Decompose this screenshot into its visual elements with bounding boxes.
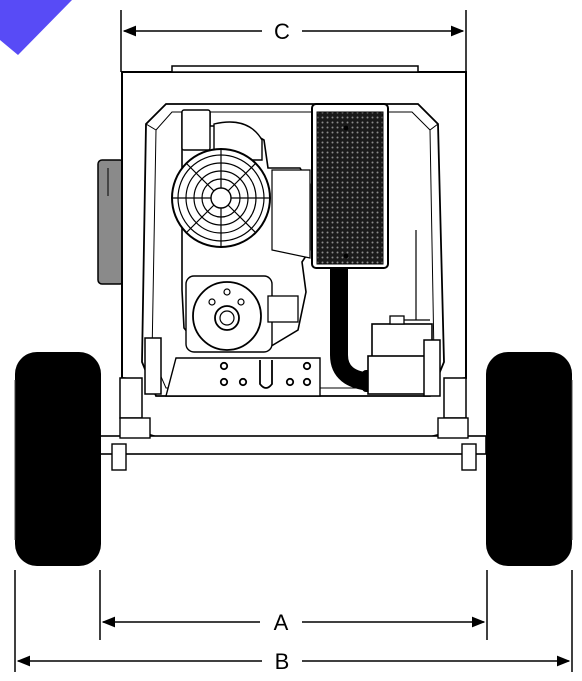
- fan-grille-icon: [171, 148, 271, 248]
- left-wheel: [15, 352, 101, 566]
- dimension-b-label: B: [275, 649, 290, 674]
- dimension-c: C: [120, 10, 467, 72]
- pulley-icon: [185, 275, 273, 353]
- dimension-b: B: [14, 570, 573, 674]
- base-plate: [165, 357, 321, 397]
- right-wheel: [486, 352, 572, 566]
- axle: [99, 435, 487, 455]
- mounting-holes: [219, 360, 312, 389]
- fuel-tank: [97, 159, 125, 285]
- watermark-corner: [0, 0, 72, 55]
- dimension-c-label: C: [274, 19, 290, 44]
- dimension-a: A: [99, 570, 488, 640]
- air-filter-icon: [311, 103, 389, 269]
- housing-top-lip: [171, 65, 419, 73]
- dimension-a-label: A: [274, 610, 289, 635]
